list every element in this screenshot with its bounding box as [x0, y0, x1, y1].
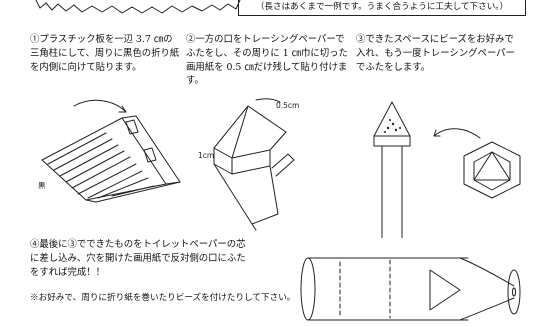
footnote: ※お好みで、周りに折り紙を巻いたりビーズを付けたりして下さい。 — [30, 293, 296, 303]
black-label: 黒 — [38, 181, 46, 190]
torn-edge-decoration — [35, 0, 241, 14]
step-3-illustration — [373, 101, 521, 238]
step-2-text: ②一方の口をトレーシングペーパーでふたをし、その周りに 1 ㎝巾に切った画用紙を… — [186, 34, 348, 87]
step-4-text: ④最後に③でできたものをトイレットペーパーの芯に差し込み、穴を開けた画用紙で反対… — [30, 239, 246, 278]
step-4-illustration — [300, 257, 521, 321]
step-2-illustration: 0.5cm 1cm — [198, 98, 299, 231]
label-1cm: 1cm — [198, 151, 214, 160]
header-note: （長さはあくまで一例です。うまく合うように工夫して下さい。） — [238, 0, 526, 16]
step-3-text: ③できたスペースにビーズをお好みで入れ、もう一度トレーシングペーパーでふたをしま… — [356, 34, 515, 73]
step-1-text: ①プラスチック板を一辺 3.7 ㎝の三角柱にして、周りに黒色の折り紙を内側に向け… — [30, 34, 180, 73]
step-1-illustration: 黒 — [38, 99, 181, 203]
label-0-5cm: 0.5cm — [276, 101, 299, 110]
